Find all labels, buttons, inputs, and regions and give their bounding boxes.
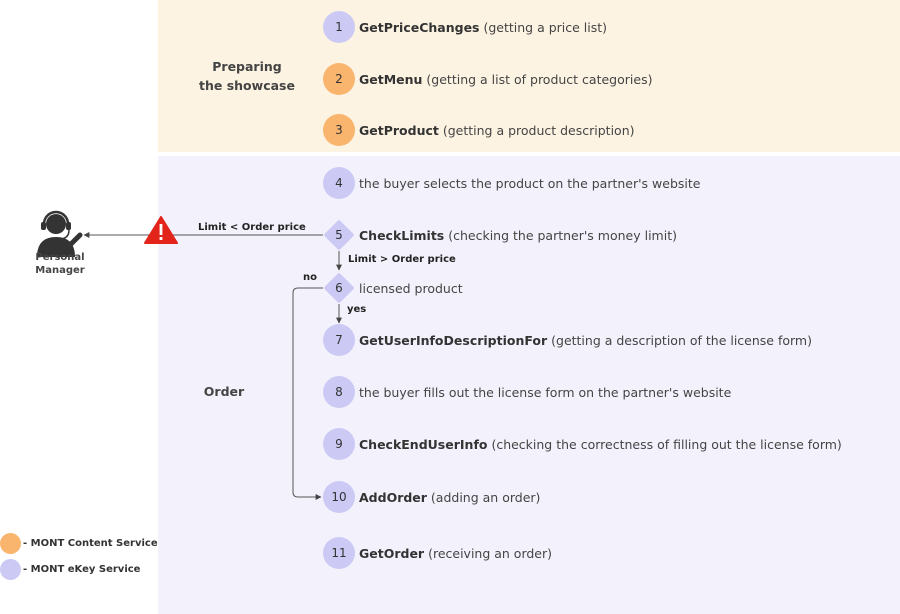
edge-label-limit-less: Limit < Order price <box>198 222 306 233</box>
step-description: (checking the partner's money limit) <box>444 227 677 243</box>
step-description: (adding an order) <box>426 489 541 505</box>
edge-no <box>292 287 323 500</box>
step-method-name: CheckEndUserInfo <box>359 436 488 452</box>
order-section-label: Order <box>203 384 245 399</box>
step-7: 7 GetUserInfoDescriptionFor (getting a de… <box>323 324 812 356</box>
step-text: GetPriceChanges (getting a price list) <box>359 20 607 35</box>
step-method-name: GetPriceChanges <box>359 19 480 35</box>
step-number: 8 <box>335 385 343 399</box>
step-5-diamond-marker: 5 <box>323 219 355 251</box>
step-9: 9 CheckEndUserInfo (checking the correctn… <box>323 428 842 460</box>
warning-icon <box>144 216 178 244</box>
step-description: (receiving an order) <box>424 545 553 561</box>
step-number: 9 <box>335 437 343 451</box>
person-headset-icon <box>37 210 83 257</box>
step-method-name: CheckLimits <box>359 227 445 243</box>
step-4-circle-marker: 4 <box>323 167 355 199</box>
step-number: 5 <box>335 228 343 242</box>
manager-label: Personal Manager <box>35 252 85 276</box>
step-8: 8 the buyer fills out the license form on… <box>323 376 731 408</box>
step-number: 10 <box>331 490 347 504</box>
step-text: CheckEndUserInfo (checking the correctne… <box>359 437 842 452</box>
legend-content-service: - MONT Content Service <box>0 533 158 554</box>
step-1-circle-marker: 1 <box>323 11 355 43</box>
step-text: GetOrder (receiving an order) <box>359 546 552 561</box>
step-description: (checking the correctness of filling out… <box>487 436 842 452</box>
step-method-name: AddOrder <box>359 489 427 505</box>
step-number: 3 <box>335 123 343 137</box>
step-text: GetProduct (getting a product descriptio… <box>359 123 635 138</box>
step-number: 7 <box>335 333 343 347</box>
step-3-circle-marker: 3 <box>323 114 355 146</box>
step-4: 4 the buyer selects the product on the pa… <box>323 167 700 199</box>
step-2: 2 GetMenu (getting a list of product cate… <box>323 63 652 95</box>
step-6-diamond-marker: 6 <box>323 272 355 304</box>
step-description: the buyer selects the product on the par… <box>359 175 701 191</box>
step-description: (getting a product description) <box>438 122 635 138</box>
step-11-circle-marker: 11 <box>323 537 355 569</box>
step-text: the buyer selects the product on the par… <box>359 176 700 191</box>
legend-ekey-dot <box>0 559 21 580</box>
step-8-circle-marker: 8 <box>323 376 355 408</box>
step-6: 6 licensed product <box>323 272 463 304</box>
step-method-name: GetMenu <box>359 71 423 87</box>
step-number: 2 <box>335 72 343 86</box>
step-description: (getting a description of the license fo… <box>547 332 812 348</box>
preparing-section-label: Preparing the showcase <box>199 59 295 93</box>
step-method-name: GetProduct <box>359 122 439 138</box>
step-description: (getting a price list) <box>479 19 608 35</box>
legend-content-dot <box>0 533 21 554</box>
step-3: 3 GetProduct (getting a product descripti… <box>323 114 635 146</box>
step-description: licensed product <box>359 280 463 296</box>
step-description: the buyer fills out the license form on … <box>359 384 732 400</box>
step-1: 1 GetPriceChanges (getting a price list) <box>323 11 607 43</box>
order-section-band <box>158 156 900 614</box>
step-11: 11 GetOrder (receiving an order) <box>323 537 552 569</box>
step-text: CheckLimits (checking the partner's mone… <box>359 228 677 243</box>
step-10: 10 AddOrder (adding an order) <box>323 481 540 513</box>
step-2-circle-marker: 2 <box>323 63 355 95</box>
step-number: 11 <box>331 546 347 560</box>
edge-label-no: no <box>303 272 317 283</box>
step-text: GetMenu (getting a list of product categ… <box>359 72 652 87</box>
step-10-circle-marker: 10 <box>323 481 355 513</box>
legend-content-label: - MONT Content Service <box>23 538 158 549</box>
edge-label-yes: yes <box>347 304 367 315</box>
edge-label-limit-greater: Limit > Order price <box>348 254 456 265</box>
step-7-circle-marker: 7 <box>323 324 355 356</box>
step-text: AddOrder (adding an order) <box>359 490 540 505</box>
legend-ekey-service: - MONT eKey Service <box>0 559 140 580</box>
step-text: the buyer fills out the license form on … <box>359 385 731 400</box>
step-5: 5 CheckLimits (checking the partner's mon… <box>323 219 677 251</box>
step-text: licensed product <box>359 281 463 296</box>
step-number: 4 <box>335 176 343 190</box>
step-method-name: GetOrder <box>359 545 425 561</box>
step-number: 6 <box>335 281 343 295</box>
step-method-name: GetUserInfoDescriptionFor <box>359 332 548 348</box>
step-number: 1 <box>335 20 343 34</box>
step-9-circle-marker: 9 <box>323 428 355 460</box>
preparing-section-band <box>158 0 900 152</box>
step-text: GetUserInfoDescriptionFor (getting a des… <box>359 333 812 348</box>
legend-ekey-label: - MONT eKey Service <box>23 564 141 575</box>
step-description: (getting a list of product categories) <box>422 71 653 87</box>
